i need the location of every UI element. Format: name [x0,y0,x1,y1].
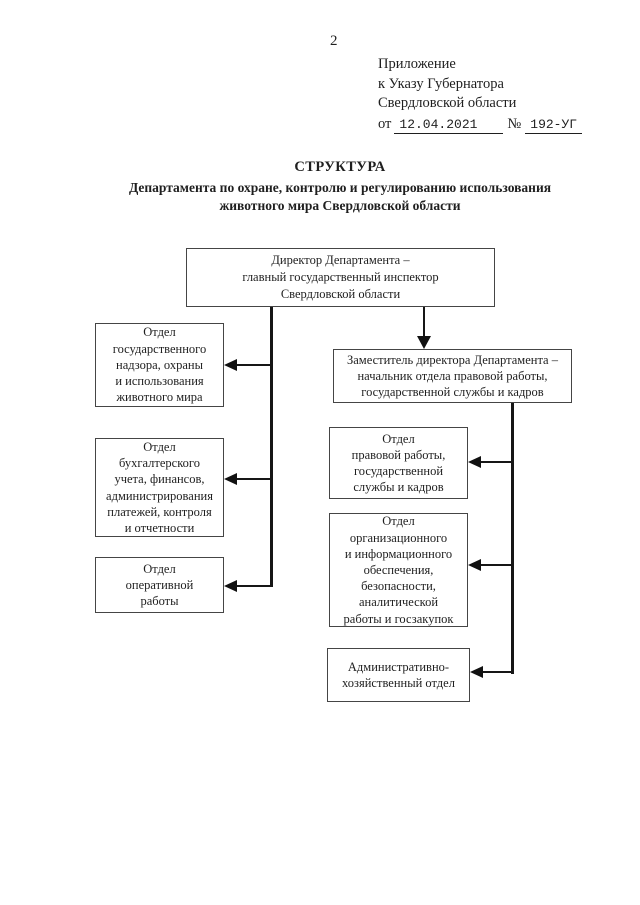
approval-line-1: Приложение [378,56,456,72]
decree-number: 192-УГ [525,116,583,134]
approval-line-2: к Указу Губернатора [378,75,504,92]
arrowhead-deputy-icon [417,336,431,349]
page-number: 2 [330,33,338,49]
document-subtitle: Департамента по охране, контролю и регул… [128,180,552,213]
number-sign: № [507,115,522,132]
connector-to-org-info [481,564,511,566]
node-state-supervision-dept: Отдел государственного надзора, охраны и… [95,323,224,407]
connector-director-left-trunk [270,307,273,587]
node-operational-dept: Отдел оперативной работы [95,557,224,613]
node-director: Директор Департамента – главный государс… [186,248,495,307]
node-legal-dept: Отдел правовой работы, государственной с… [329,427,468,499]
approval-block: Приложение к Указу Губернатора Свердловс… [378,55,583,135]
node-admin-dept: Административно- хозяйственный отдел [327,648,470,702]
node-accounting-dept: Отдел бухгалтерского учета, финансов, ад… [95,438,224,537]
issued-date: 12.04.2021 [394,116,504,134]
arrowhead-admin-icon [470,666,483,678]
arrowhead-state-supervision-icon [224,359,237,371]
connector-deputy-right-trunk [511,403,514,674]
connector-to-legal [481,461,511,463]
connector-director-deputy [423,307,425,336]
node-org-info-dept: Отдел организационного и информационного… [329,513,468,627]
document-title: СТРУКТУРА [294,159,386,175]
arrowhead-accounting-icon [224,473,237,485]
connector-to-accounting [237,478,271,480]
approval-line-3: Свердловской области [378,95,517,111]
title-block: СТРУКТУРА Департамента по охране, контро… [30,159,640,214]
arrowhead-org-info-icon [468,559,481,571]
connector-to-admin [483,671,514,673]
node-deputy-director: Заместитель директора Департамента – нач… [333,349,572,403]
connector-to-operational [237,585,271,587]
connector-to-state-supervision [237,364,271,366]
arrowhead-legal-icon [468,456,481,468]
issued-prefix: от [378,115,392,132]
arrowhead-operational-icon [224,580,237,592]
